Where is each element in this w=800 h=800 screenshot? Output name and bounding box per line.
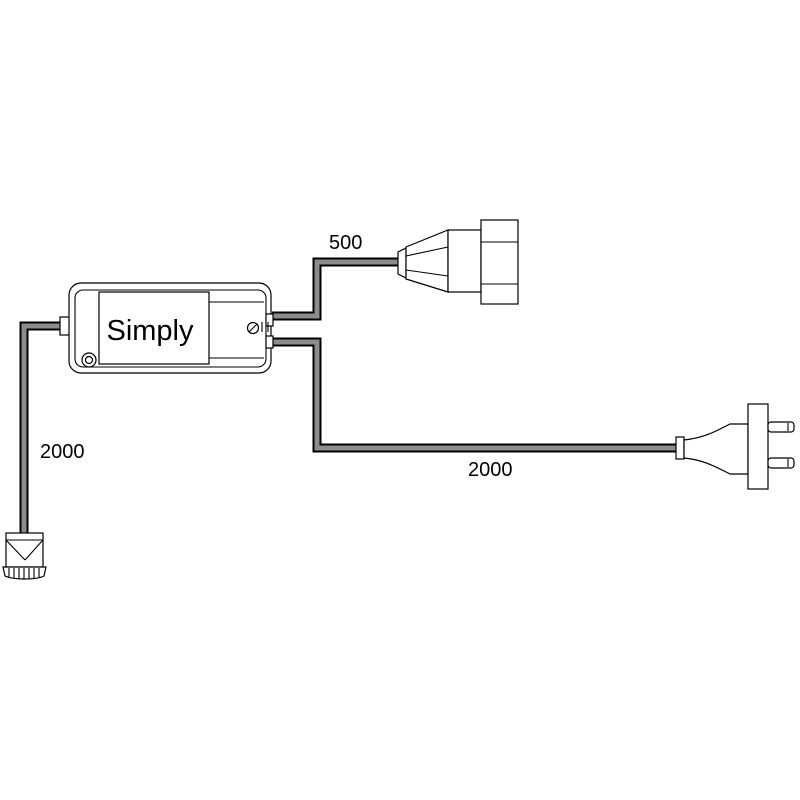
plug-cable-length: 2000	[468, 459, 513, 481]
brand-label: Simply	[106, 315, 194, 347]
mounting-hole-icon	[81, 352, 97, 368]
euro-plug-icon	[675, 403, 795, 490]
motion-sensor-icon	[2, 532, 47, 580]
sensor-cable-length: 2000	[40, 441, 85, 463]
plug-cable	[272, 337, 680, 453]
female-socket-connector-icon	[397, 219, 519, 305]
screw-terminal-icon	[246, 321, 269, 335]
sensor-cable	[19, 321, 62, 533]
socket-cable-length: 500	[329, 232, 362, 254]
driver-box	[59, 282, 274, 374]
socket-cable	[272, 257, 399, 321]
